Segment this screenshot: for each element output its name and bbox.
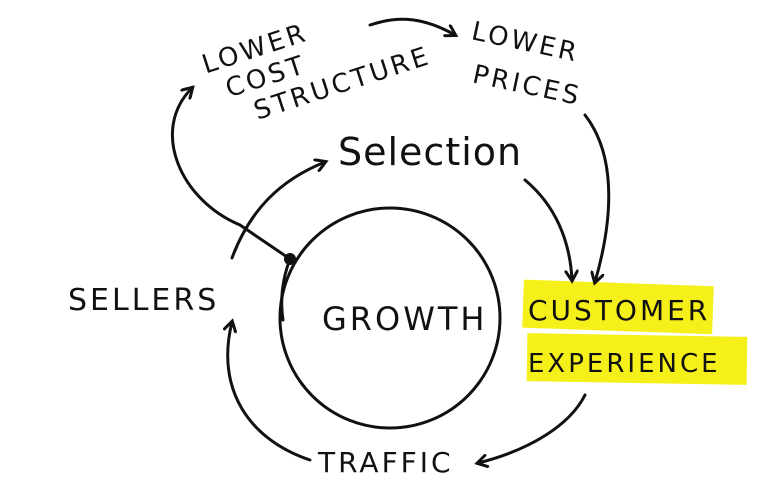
- traffic-label: TRAFFIC: [317, 446, 454, 477]
- arrow-lower-cost-to-lower-prices: [368, 17, 455, 35]
- arrow-selection-to-customer: [523, 178, 572, 280]
- lower-prices-label-2: PRICES: [470, 60, 584, 112]
- customer-label: CUSTOMER: [528, 294, 710, 327]
- arrow-sellers-to-selection: [230, 162, 325, 260]
- growth-circle: [278, 206, 502, 430]
- growth-label: GROWTH: [322, 300, 487, 338]
- arrow-lower-prices-to-customer: [583, 113, 611, 282]
- highlight-customer-experience-2: [526, 333, 748, 385]
- selection-label: Selection: [338, 130, 522, 174]
- experience-label: EXPERIENCE: [528, 349, 721, 379]
- arrow-junction-down: [280, 257, 292, 322]
- highlight-customer-experience: [522, 279, 714, 335]
- arrow-customer-to-traffic: [478, 393, 587, 463]
- sellers-label: SELLERS: [68, 283, 219, 318]
- arrow-growth-to-lower-cost: [170, 88, 292, 261]
- arrow-traffic-to-sellers: [228, 322, 312, 462]
